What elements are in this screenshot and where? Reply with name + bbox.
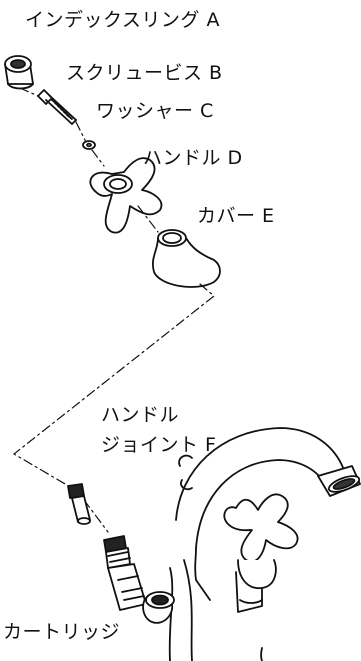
assembly-axis-lines: [13, 87, 215, 533]
label-index-ring: インデックスリング A: [25, 9, 220, 31]
label-screw: スクリュービス B: [66, 62, 223, 84]
handle-joint-part: [67, 483, 91, 525]
cartridge-part: [103, 535, 147, 611]
index-ring-part: [4, 55, 34, 90]
label-washer: ワッシャー C: [96, 100, 214, 122]
label-cover: カバー E: [197, 205, 275, 227]
handle-part: [89, 157, 163, 234]
cover-part: [152, 229, 221, 288]
faucet-body: [142, 427, 361, 661]
screw-part: [37, 89, 77, 125]
washer-part: [82, 140, 96, 150]
label-cartridge: カートリッジ: [3, 621, 121, 643]
label-handle-joint-line1: ハンドル: [101, 404, 180, 426]
label-handle: ハンドル D: [143, 147, 243, 169]
label-handle-joint-line2: ジョイント F: [101, 434, 217, 456]
